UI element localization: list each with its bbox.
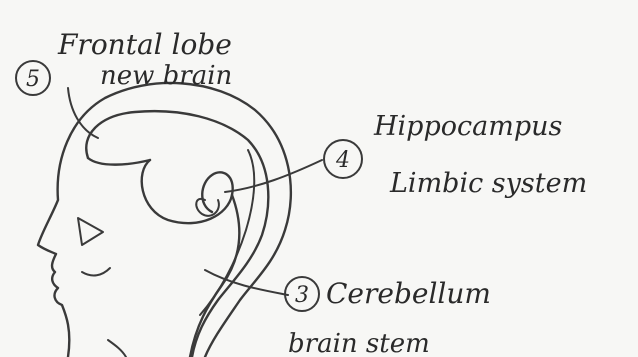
limbic-system-layer <box>142 160 233 223</box>
label-4-line-1: Hippocampus <box>373 111 562 142</box>
label-4-number: 4 <box>335 148 350 173</box>
frontal-lobe-layer <box>86 111 268 357</box>
label-3-line-2: brain stem <box>288 329 430 357</box>
cerebellum-layer <box>190 195 239 357</box>
label-5-line-1: Frontal lobe <box>57 28 232 61</box>
label-5-number: 5 <box>26 67 40 92</box>
eye-triangle <box>78 218 103 245</box>
label-5-line-2: new brain <box>100 61 232 91</box>
mouth-line <box>82 268 110 275</box>
label-3-line-1: Cerebellum <box>326 277 491 310</box>
head-profile-outline <box>38 83 291 357</box>
label-3-number: 3 <box>295 283 309 308</box>
leader-line-limbic <box>225 160 322 192</box>
chin-line <box>108 340 126 357</box>
frontal-lobe-inner <box>88 158 150 165</box>
label-4-line-2: Limbic system <box>389 168 587 199</box>
